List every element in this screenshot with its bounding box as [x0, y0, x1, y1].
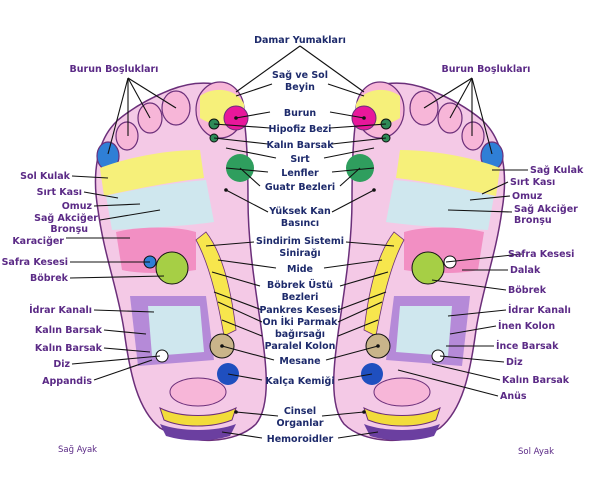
- right-label: Böbrek: [508, 285, 547, 296]
- right-intestine-zone: [396, 306, 452, 356]
- right-label: Omuz: [512, 191, 543, 202]
- right-toe-4: [461, 121, 485, 151]
- left-label: Sağ Akciğer: [34, 213, 98, 224]
- center-label: Sağ ve Sol: [272, 70, 328, 81]
- left-heel-zone: [169, 377, 227, 407]
- right-foot: [333, 81, 506, 442]
- center-label: Böbrek Üstü: [267, 280, 333, 291]
- left-label: Sırt Kası: [37, 187, 82, 198]
- center-label: Guatr Bezleri: [265, 182, 335, 193]
- left-label: Diz: [53, 359, 70, 370]
- center-label: Mide: [287, 264, 313, 275]
- right-label: Sırt Kası: [510, 177, 555, 188]
- right-label: İnen Kolon: [498, 321, 555, 332]
- label-sinus-left: Burun Boşlukları: [70, 64, 159, 75]
- center-label: Organlar: [276, 418, 323, 429]
- center-label: Mesane: [279, 356, 320, 367]
- left-intestine-zone: [148, 306, 204, 356]
- left-label: Safra Kesesi: [2, 257, 68, 268]
- right-label: Anüs: [500, 391, 527, 402]
- right-label: Bronşu: [514, 215, 552, 226]
- left-hemorrhoid-zone: [160, 424, 236, 441]
- left-sex-organs: [159, 407, 237, 427]
- foot-title-right: Sol Ayak: [518, 447, 554, 457]
- right-label: Sağ Kulak: [530, 165, 584, 176]
- center-label: Yüksek Kan: [268, 206, 331, 217]
- left-ear-band: [100, 150, 204, 196]
- right-heel-zone: [373, 377, 431, 407]
- right-hemorrhoid-zone: [364, 424, 440, 441]
- center-label: Basıncı: [281, 218, 319, 229]
- left-label: Kalın Barsak: [35, 325, 103, 336]
- right-label: Diz: [506, 357, 523, 368]
- right-label: Safra Kesesi: [508, 249, 574, 260]
- center-label: Sırt: [290, 154, 310, 165]
- right-label: Dalak: [510, 265, 541, 276]
- right-label: Kalın Barsak: [502, 375, 570, 386]
- left-label: Karaciğer: [12, 236, 64, 247]
- left-label: İdrar Kanalı: [29, 305, 92, 316]
- leader-lines: [66, 45, 528, 439]
- center-label: Lenfler: [281, 168, 319, 179]
- center-label: Hipofiz Bezi: [269, 124, 332, 135]
- left-label: Kalın Barsak: [35, 343, 103, 354]
- right-label: İdrar Kanalı: [508, 305, 571, 316]
- center-label: bağırsağı: [275, 329, 325, 340]
- left-label: Böbrek: [30, 273, 69, 284]
- center-label: Pankres Kesesi: [260, 305, 341, 316]
- labels: Damar Yumakları Burun Boşlukları Burun B…: [2, 35, 584, 457]
- left-label: Sol Kulak: [20, 171, 71, 182]
- left-foot: [94, 81, 267, 442]
- center-label: On İki Parmak: [263, 317, 339, 328]
- center-label: Sinirağı: [279, 248, 320, 259]
- left-label: Bronşu: [50, 224, 88, 235]
- right-lung-zone: [386, 180, 494, 230]
- left-kidney: [155, 251, 189, 285]
- center-label: Paralel Kolon: [265, 341, 336, 352]
- center-label: Bezleri: [282, 292, 319, 303]
- center-label: Hemoroidler: [267, 434, 334, 445]
- right-ear-band: [396, 150, 500, 196]
- right-label: Sağ Akciğer: [514, 204, 578, 215]
- right-kidney: [411, 251, 445, 285]
- center-label: Sindirim Sistemi: [256, 236, 344, 247]
- left-label: Omuz: [62, 201, 93, 212]
- right-label: İnce Barsak: [496, 341, 559, 352]
- center-label: Kalça Kemiği: [265, 376, 334, 387]
- left-label: Appandis: [42, 376, 92, 387]
- label-sinus-right: Burun Boşlukları: [442, 64, 531, 75]
- center-label: Cinsel: [284, 406, 316, 417]
- left-toe-4: [115, 121, 139, 151]
- right-sex-organs: [363, 407, 441, 427]
- label-top: Damar Yumakları: [254, 35, 346, 46]
- foot-title-left: Sağ Ayak: [58, 445, 97, 455]
- left-lung-zone: [106, 180, 214, 230]
- center-label: Kalın Barsak: [266, 140, 334, 151]
- center-label: Burun: [284, 108, 316, 119]
- center-label: Beyin: [285, 82, 315, 93]
